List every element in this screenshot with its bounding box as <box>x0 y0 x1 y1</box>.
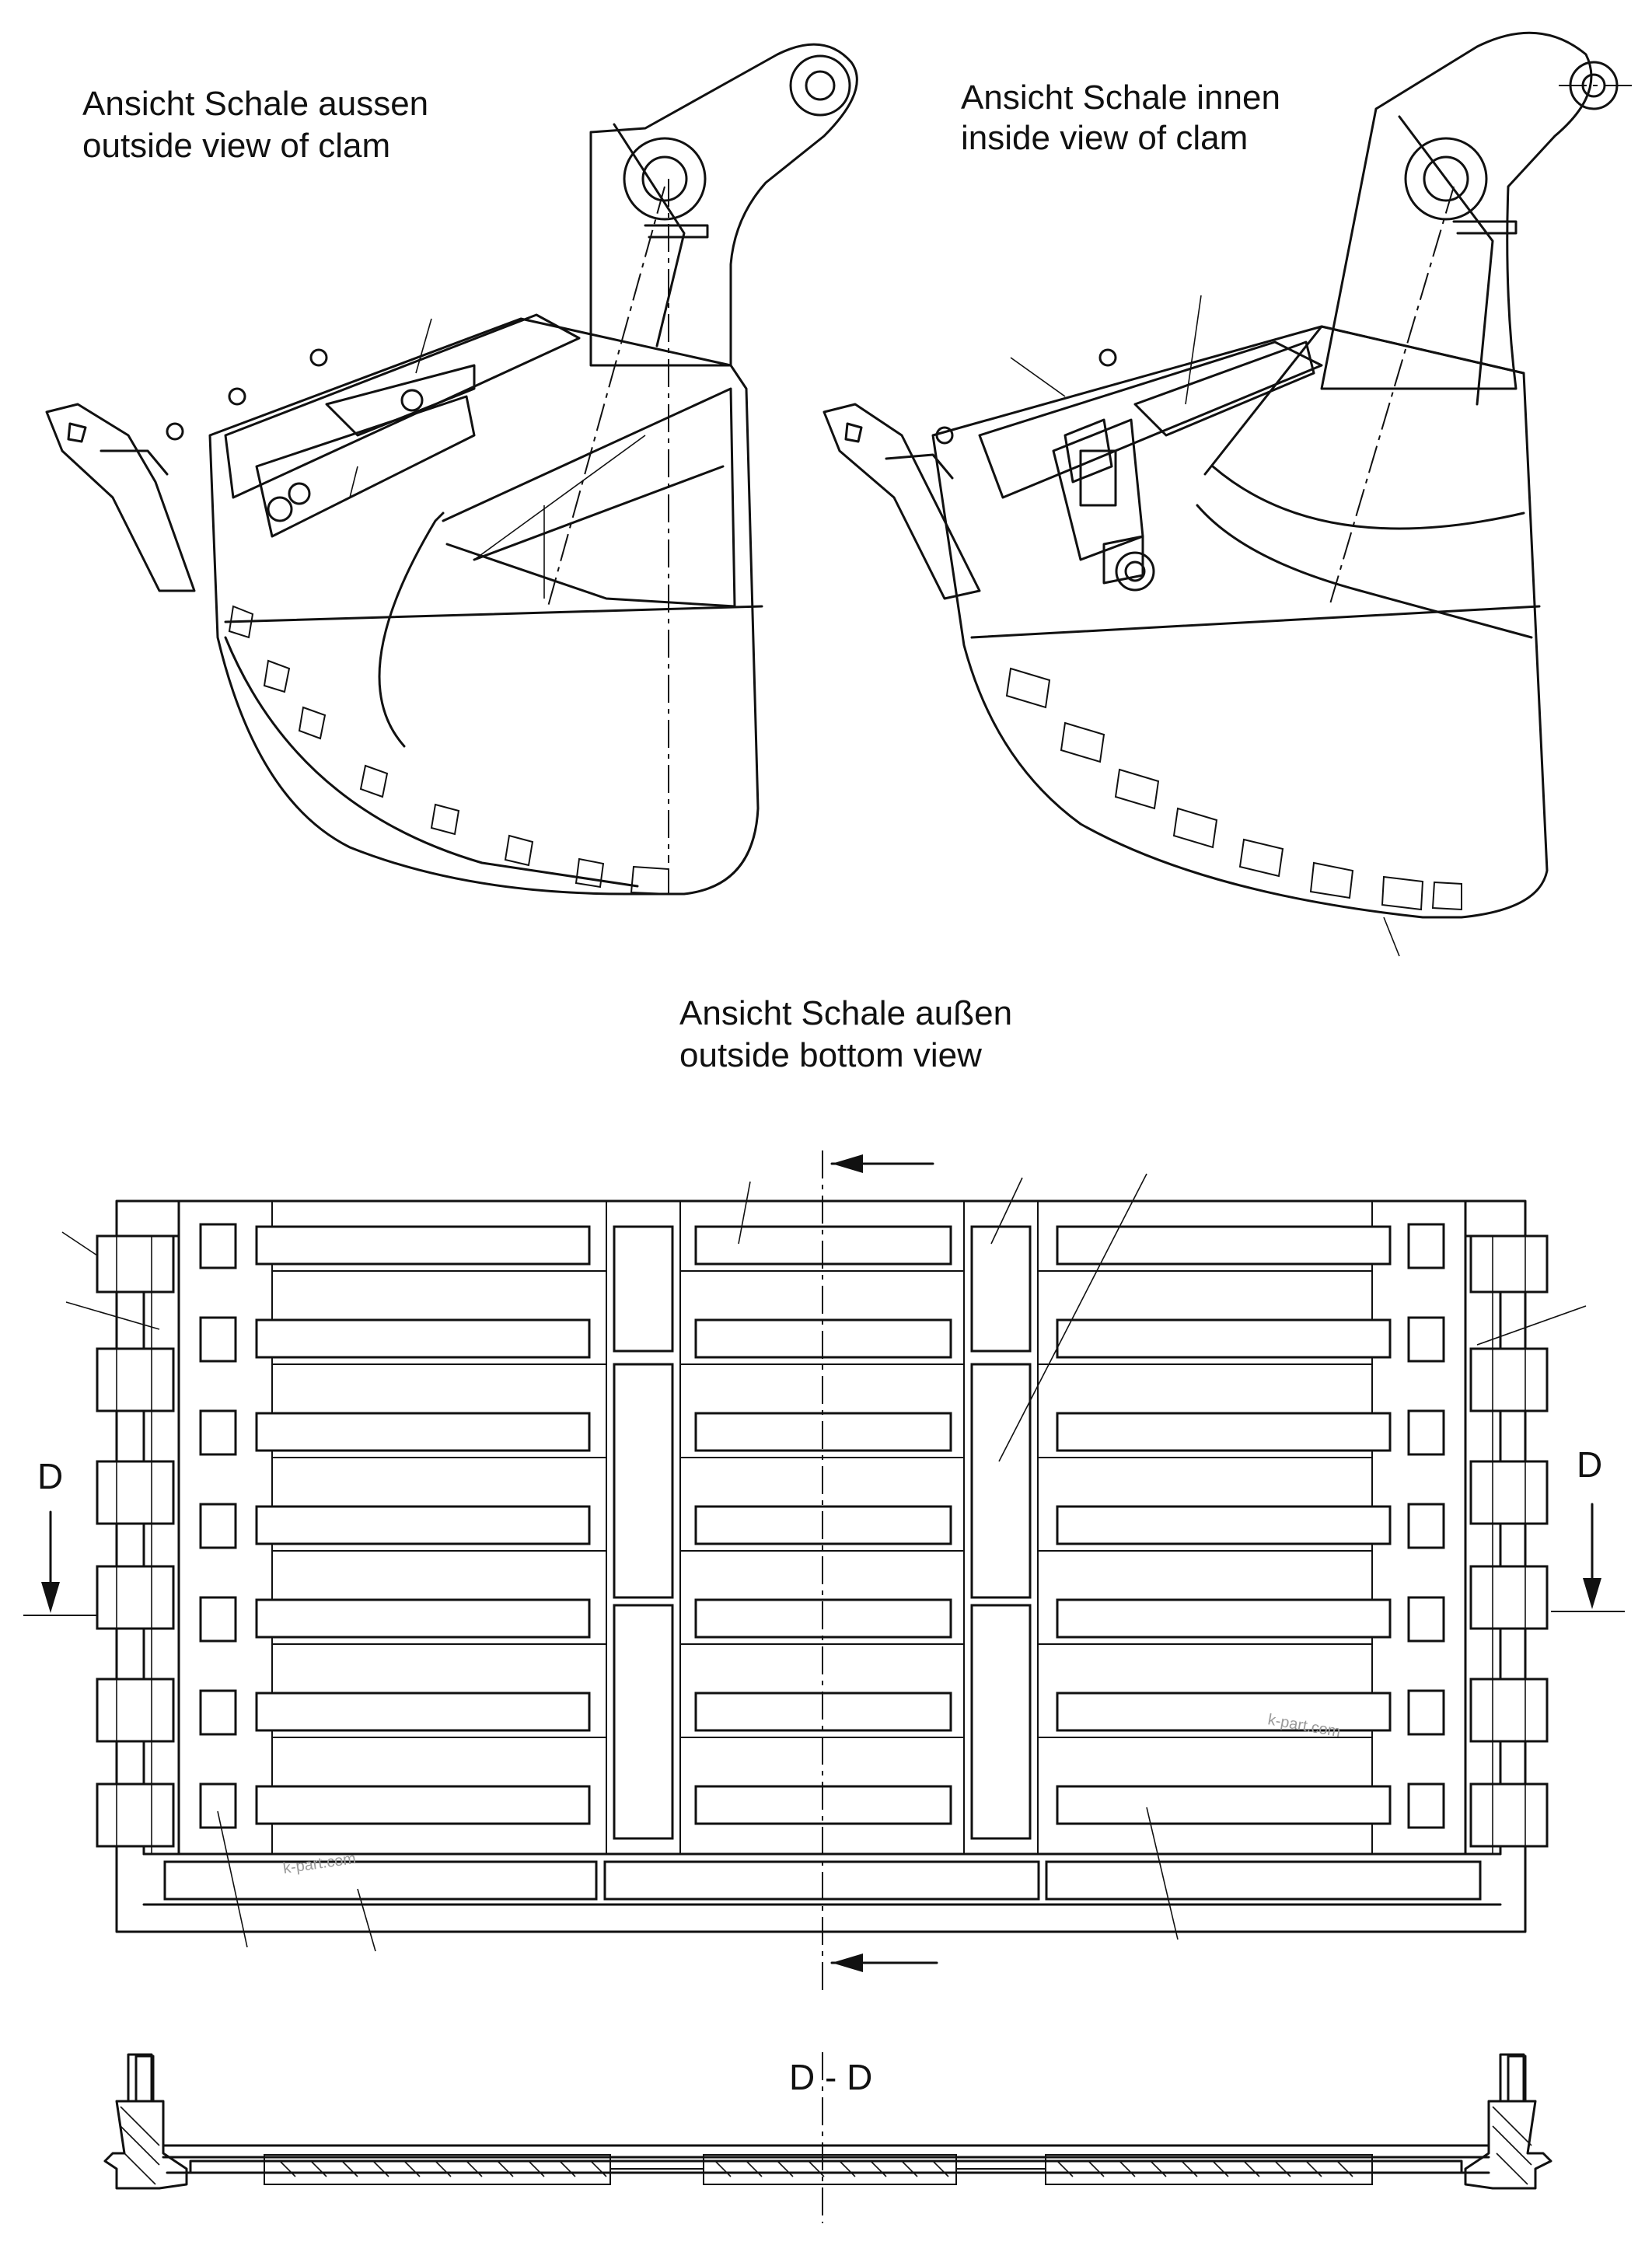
section-label: D - D <box>789 2057 872 2097</box>
clam-outside-view: Ansicht Schale aussen outside view of cl… <box>45 43 858 896</box>
clam-inside-view: Ansicht Schale innen inside view of clam <box>823 31 1633 957</box>
bottom-view-title-en: outside bottom view <box>679 1036 982 1074</box>
inside-view-title-de: Ansicht Schale innen <box>961 79 1280 117</box>
section-marker-right: D <box>1577 1444 1602 1485</box>
outside-view-title-de: Ansicht Schale aussen <box>82 85 428 123</box>
bottom-view-title-de: Ansicht Schale außen <box>679 994 1012 1032</box>
inside-view-title-en: inside view of clam <box>961 119 1248 157</box>
bottom-plan-view: D D k-part.com k-part.com <box>23 1150 1625 1990</box>
outside-view-title-en: outside view of clam <box>82 127 390 165</box>
section-d-d: D - D <box>103 2052 1552 2223</box>
section-marker-left: D <box>37 1456 63 1496</box>
